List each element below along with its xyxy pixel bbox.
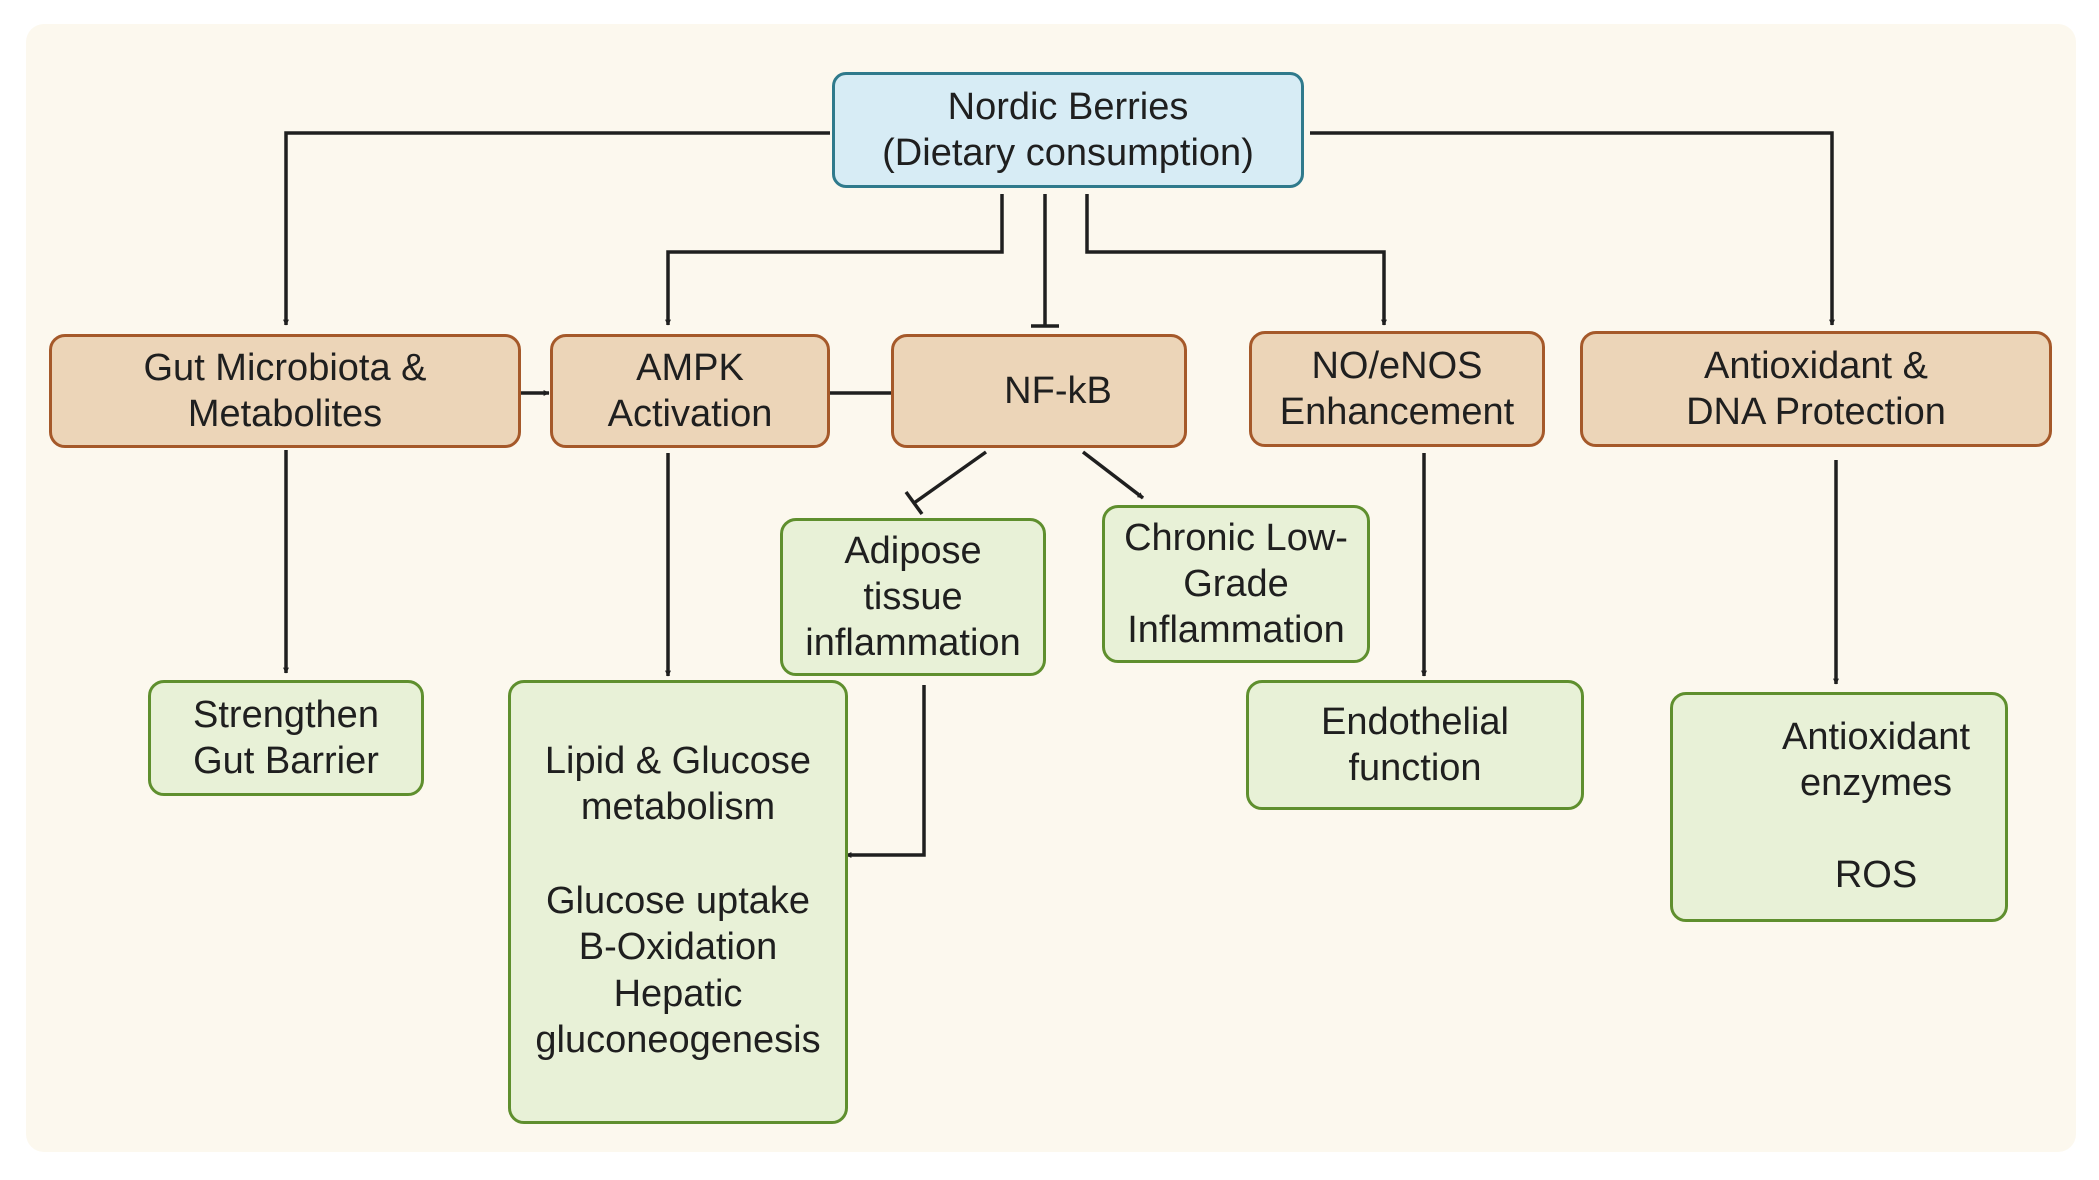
arrow-root-to-noenos [1085, 194, 1387, 326]
chronic-inflammation-node: Chronic Low- Grade Inflammation [1102, 505, 1370, 663]
inhibit-nfkb-to-adipose [912, 450, 988, 505]
gut-barrier-node: Strengthen Gut Barrier [148, 680, 424, 796]
node-label: Glucose uptake [545, 880, 811, 922]
node-label: Gut Microbiota & [143, 347, 427, 389]
root-node: Nordic Berries (Dietary consumption) [832, 72, 1304, 188]
root-title: Nordic Berries [947, 86, 1189, 128]
node-label: Antioxidant [1781, 716, 1970, 758]
arrow-root-to-ampk [665, 194, 1004, 326]
node-label: NF-kB [1004, 370, 1112, 412]
node-label: NO/eNOS [1311, 345, 1483, 387]
node-label: AMPK [636, 347, 744, 389]
ampk-activation-node: AMPK Activation [550, 334, 830, 448]
node-label: Gut Barrier [193, 740, 379, 782]
node-label: Metabolites [187, 393, 383, 435]
node-label: Activation [607, 393, 773, 435]
adipose-inflammation-node: Adipose tissue inflammation [780, 518, 1046, 676]
arrow-root-to-gut [283, 131, 830, 326]
node-label: function [1348, 747, 1482, 789]
diagram-background [26, 24, 2076, 1152]
gut-microbiota-node: Gut Microbiota & Metabolites [49, 334, 521, 448]
root-subtitle: (Dietary consumption) [882, 132, 1254, 174]
node-label: Chronic Low- [1124, 517, 1348, 559]
node-label: enzymes [1799, 762, 1953, 804]
node-label: Endothelial [1320, 701, 1510, 743]
endothelial-function-node: Endothelial function [1246, 680, 1584, 810]
node-label: B-Oxidation [578, 926, 778, 968]
node-label: DNA Protection [1686, 391, 1946, 433]
arrow-nfkb-to-chronic [1081, 450, 1145, 500]
node-label: gluconeogenesis [535, 1019, 821, 1061]
node-label: Adipose [844, 530, 982, 572]
node-label: Grade [1183, 563, 1289, 605]
arrow-root-to-antiox [1310, 131, 1835, 326]
node-label: Antioxidant & [1704, 345, 1928, 387]
node-label: ROS [1834, 854, 1918, 896]
node-label: Strengthen [193, 694, 379, 736]
node-label: Hepatic [613, 973, 743, 1015]
no-enos-node: NO/eNOS Enhancement [1249, 331, 1545, 447]
node-label: Lipid & Glucose [544, 740, 812, 782]
lipid-glucose-node [508, 680, 848, 1124]
nf-kb-node: NF-kB [891, 334, 1187, 448]
inhibit-bar-adipose [904, 490, 924, 516]
node-label: metabolism [580, 786, 776, 828]
node-label: inflammation [805, 622, 1021, 664]
arrow-adipose-to-lipid [845, 685, 926, 858]
node-label: tissue [863, 576, 963, 618]
node-label: Inflammation [1127, 609, 1345, 651]
antioxidant-dna-node: Antioxidant & DNA Protection [1580, 331, 2052, 447]
node-label: Enhancement [1279, 391, 1515, 433]
antioxidant-outcome-node [1670, 692, 2008, 922]
